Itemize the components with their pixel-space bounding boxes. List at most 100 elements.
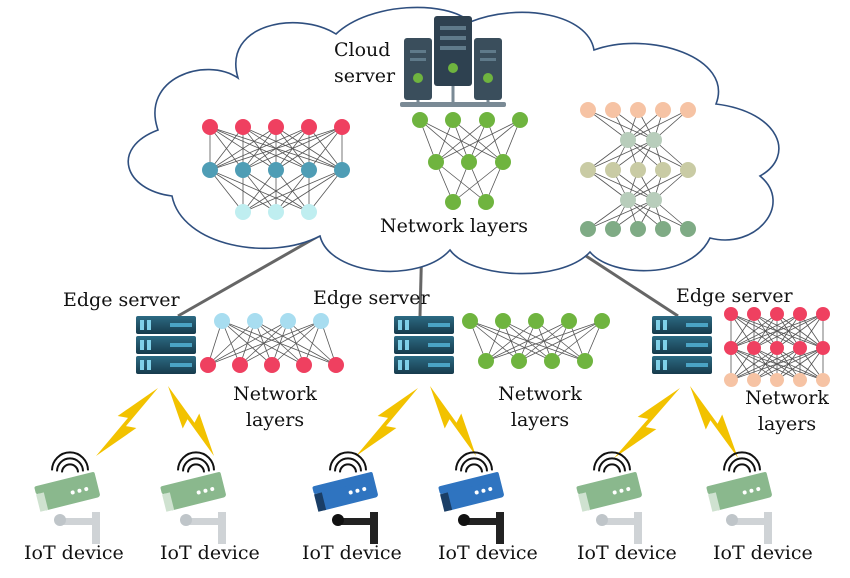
net-node	[268, 204, 284, 220]
camera-led	[619, 488, 624, 493]
server-slot	[428, 343, 450, 347]
net-edge	[242, 169, 277, 213]
net-edge	[485, 320, 603, 362]
net-node	[200, 357, 216, 373]
net-node	[301, 119, 317, 135]
lightning-bolt-icon-6	[690, 386, 738, 458]
camera-body	[438, 472, 504, 512]
camera-housing	[581, 476, 642, 511]
net-node	[334, 162, 350, 178]
edge-3-layers-line2: layers	[757, 413, 817, 435]
wifi-icon	[603, 463, 621, 473]
cloud-net-right	[580, 102, 696, 237]
camera-joint	[726, 514, 738, 526]
net-node	[280, 313, 296, 329]
net-edge	[776, 313, 824, 349]
wifi-icon	[728, 457, 756, 472]
net-edge	[485, 320, 570, 362]
net-node	[724, 373, 738, 387]
cloud-net-left	[202, 119, 350, 220]
net-node	[445, 194, 461, 210]
net-edge	[275, 126, 343, 171]
camera-wall-mount	[634, 512, 642, 544]
net-edge	[209, 126, 244, 171]
camera-arm	[604, 518, 638, 525]
camera-hood	[312, 472, 374, 494]
edge-2-layers-line1: Network	[498, 383, 582, 405]
edge-server-label-3: Edge server	[676, 285, 793, 307]
camera-led	[742, 490, 747, 495]
edge-2-net	[462, 313, 610, 369]
net-edge	[207, 320, 289, 366]
server-led	[405, 340, 409, 350]
edge-2-layers-line2: layers	[510, 409, 570, 431]
net-node	[646, 192, 662, 208]
net-node	[268, 162, 284, 178]
camera-lens	[36, 492, 49, 512]
lightning-bolt-icon-1	[96, 388, 158, 456]
wifi-icon	[723, 451, 761, 471]
net-node	[646, 132, 662, 148]
net-node	[445, 112, 461, 128]
camera-housing	[317, 476, 378, 511]
net-node	[816, 341, 830, 355]
camera-led	[756, 487, 761, 492]
net-node	[544, 353, 560, 369]
camera-led	[355, 488, 360, 493]
server-led	[140, 340, 144, 350]
wifi-icon	[598, 457, 626, 472]
wifi-icon	[61, 463, 79, 473]
camera-joint	[332, 514, 344, 526]
net-node	[512, 112, 528, 128]
cloud-net-middle	[412, 112, 528, 210]
net-edge	[730, 347, 778, 381]
server-led	[656, 360, 660, 370]
net-node	[412, 112, 428, 128]
camera-housing	[39, 476, 100, 511]
camera-arm	[340, 518, 374, 525]
server-led	[140, 320, 144, 330]
iot-device-label-6: IoT device	[713, 542, 813, 564]
net-edge	[730, 313, 824, 349]
net-node	[461, 154, 477, 170]
server-led	[147, 340, 151, 350]
camera-led	[474, 490, 479, 495]
net-node	[268, 119, 284, 135]
net-node	[594, 313, 610, 329]
wifi-icon	[593, 451, 631, 471]
link-edge-3	[585, 254, 679, 318]
net-node	[605, 162, 621, 178]
net-node	[747, 307, 761, 321]
net-edge	[587, 139, 629, 171]
net-edge	[287, 320, 337, 366]
camera-led	[749, 488, 754, 493]
net-node	[605, 221, 621, 237]
camera-arm	[734, 518, 768, 525]
wifi-icon	[455, 451, 493, 471]
server-led	[663, 360, 667, 370]
camera-joint	[596, 514, 608, 526]
camera-hood	[576, 472, 638, 494]
net-node	[479, 112, 495, 128]
camera-wall-mount	[496, 512, 504, 544]
camera-joint	[458, 514, 470, 526]
net-edge	[587, 139, 655, 171]
net-node	[264, 357, 280, 373]
net-edge	[551, 320, 603, 362]
net-node	[630, 102, 646, 118]
security-camera-icon-4	[438, 451, 504, 544]
camera-led	[348, 490, 353, 495]
net-edge	[452, 161, 504, 203]
camera-led	[626, 487, 631, 492]
net-edge	[271, 320, 322, 366]
server-slot	[170, 343, 192, 347]
net-node	[235, 162, 251, 178]
edge-1-layers-line2: layers	[245, 409, 305, 431]
net-edge	[209, 169, 244, 213]
net-node	[561, 313, 577, 329]
server-led	[405, 360, 409, 370]
camera-lens	[314, 492, 327, 512]
net-node	[793, 307, 807, 321]
camera-led	[203, 488, 208, 493]
iot-device-label-4: IoT device	[438, 542, 538, 564]
